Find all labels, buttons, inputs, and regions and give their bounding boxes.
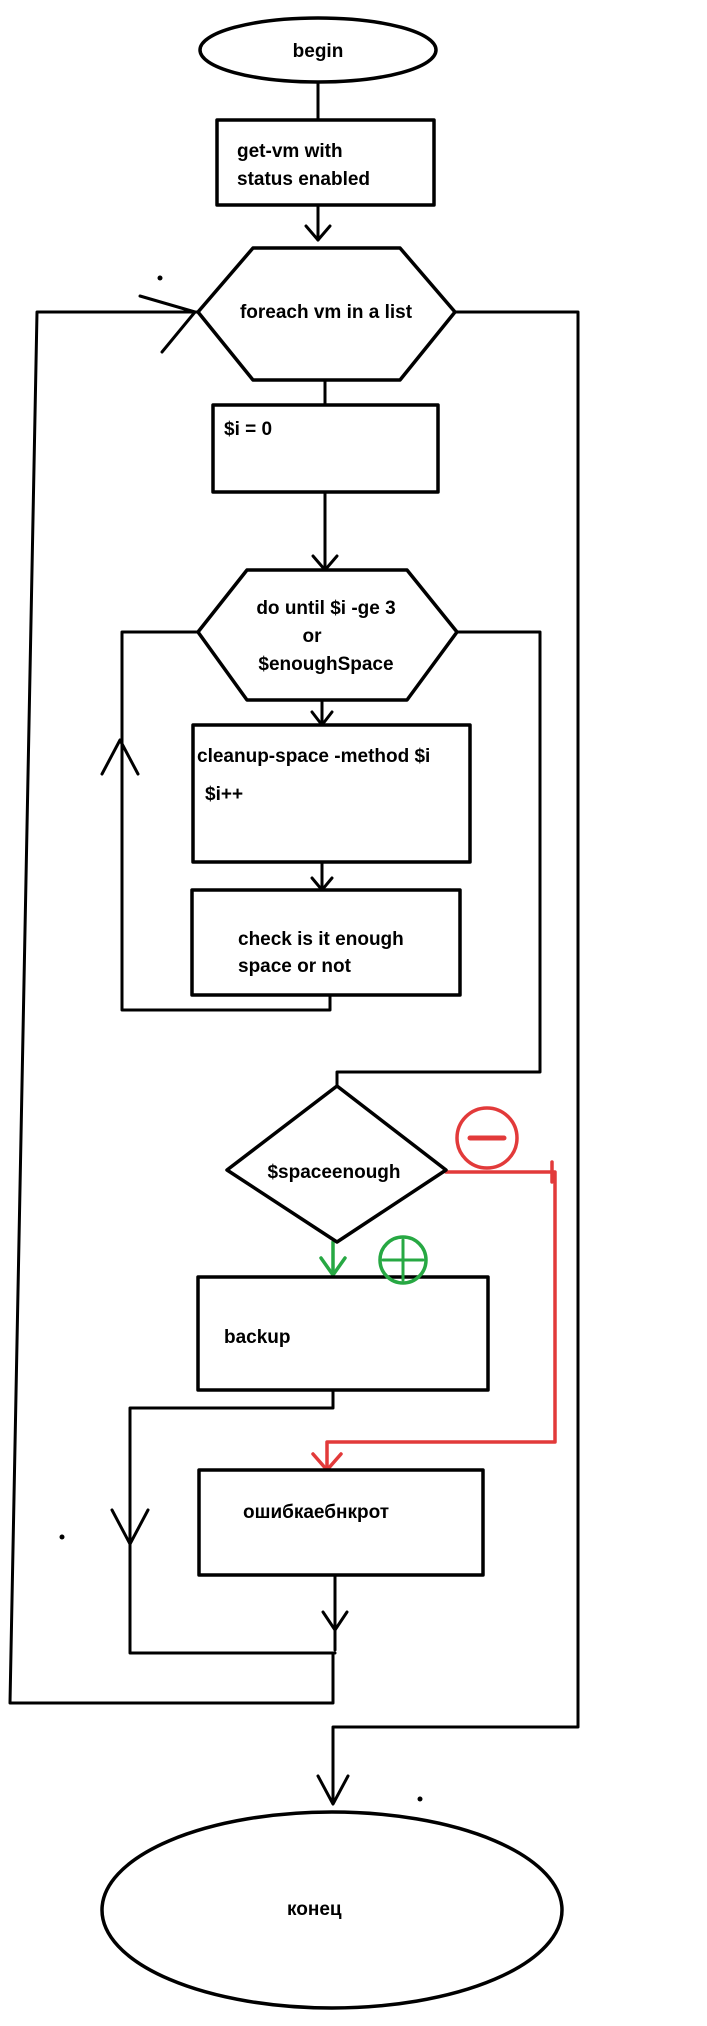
arrowhead-end [316,1774,350,1806]
cleanup-label-line2: $i++ [205,784,243,805]
get-vm-label-line2: status enabled [237,169,370,190]
begin-label: begin [293,41,344,62]
error-label: ошибкаебнкрот [243,1502,389,1523]
node-end: конец [100,1810,564,2010]
begin-ellipse [198,16,438,84]
get-vm-box [215,118,436,207]
check-label-line1: check is it enough [238,929,404,950]
decision-diamond [225,1084,448,1244]
node-decision: $spaceenough [225,1084,448,1244]
outer-loop-line [8,310,335,1705]
plus-circle-icon [378,1235,428,1285]
node-backup: backup [196,1275,490,1392]
end-label: конец [287,1899,342,1920]
loop-back-arrowhead [100,738,140,776]
get-vm-label-line1: get-vm with [237,141,343,162]
backup-box [196,1275,490,1392]
check-label-line2: space or not [238,956,352,977]
do-until-hexagon [196,568,459,702]
do-until-label-line2: or [303,626,323,647]
check-box [190,888,462,997]
node-check: check is it enough space or not [190,888,462,997]
connector-backup-merge [128,1388,337,1655]
connector-foreach-end [331,310,580,1804]
cleanup-label-line1: cleanup-space -method $i [197,746,430,767]
node-init: $i = 0 [211,403,440,494]
do-until-label-line3: $enoughSpace [258,654,393,675]
loop-back-line [120,630,332,1012]
backup-label: backup [224,1327,291,1348]
node-error: ошибкаебнкрот [197,1468,485,1577]
arrowhead-backup [319,1256,347,1277]
init-box [211,403,440,494]
connector-do-exit [335,630,542,1090]
cleanup-box [191,723,472,864]
node-do-until: do until $i -ge 3 or $enoughSpace [196,568,459,702]
node-cleanup: cleanup-space -method $i $i++ [191,723,472,864]
connectors [8,80,580,1806]
error-box [197,1468,485,1577]
foreach-hexagon [196,246,457,382]
arrowhead-backup-merge [110,1508,150,1546]
stray-dots [59,275,423,1802]
arrowhead-foreach [304,224,332,242]
outer-loop-arrowhead [138,294,197,354]
do-until-label-line1: do until $i -ge 3 [256,598,395,619]
end-ellipse [100,1810,564,2010]
node-begin: begin [198,16,438,84]
minus-circle-icon [455,1106,519,1170]
foreach-label: foreach vm in a list [240,302,413,323]
arrowhead-error-merge [321,1610,349,1632]
connector-decision-error [325,1170,557,1472]
node-get-vm: get-vm with status enabled [215,118,436,207]
node-foreach: foreach vm in a list [196,246,457,382]
decision-label: $spaceenough [267,1162,400,1183]
init-label: $i = 0 [224,419,272,440]
